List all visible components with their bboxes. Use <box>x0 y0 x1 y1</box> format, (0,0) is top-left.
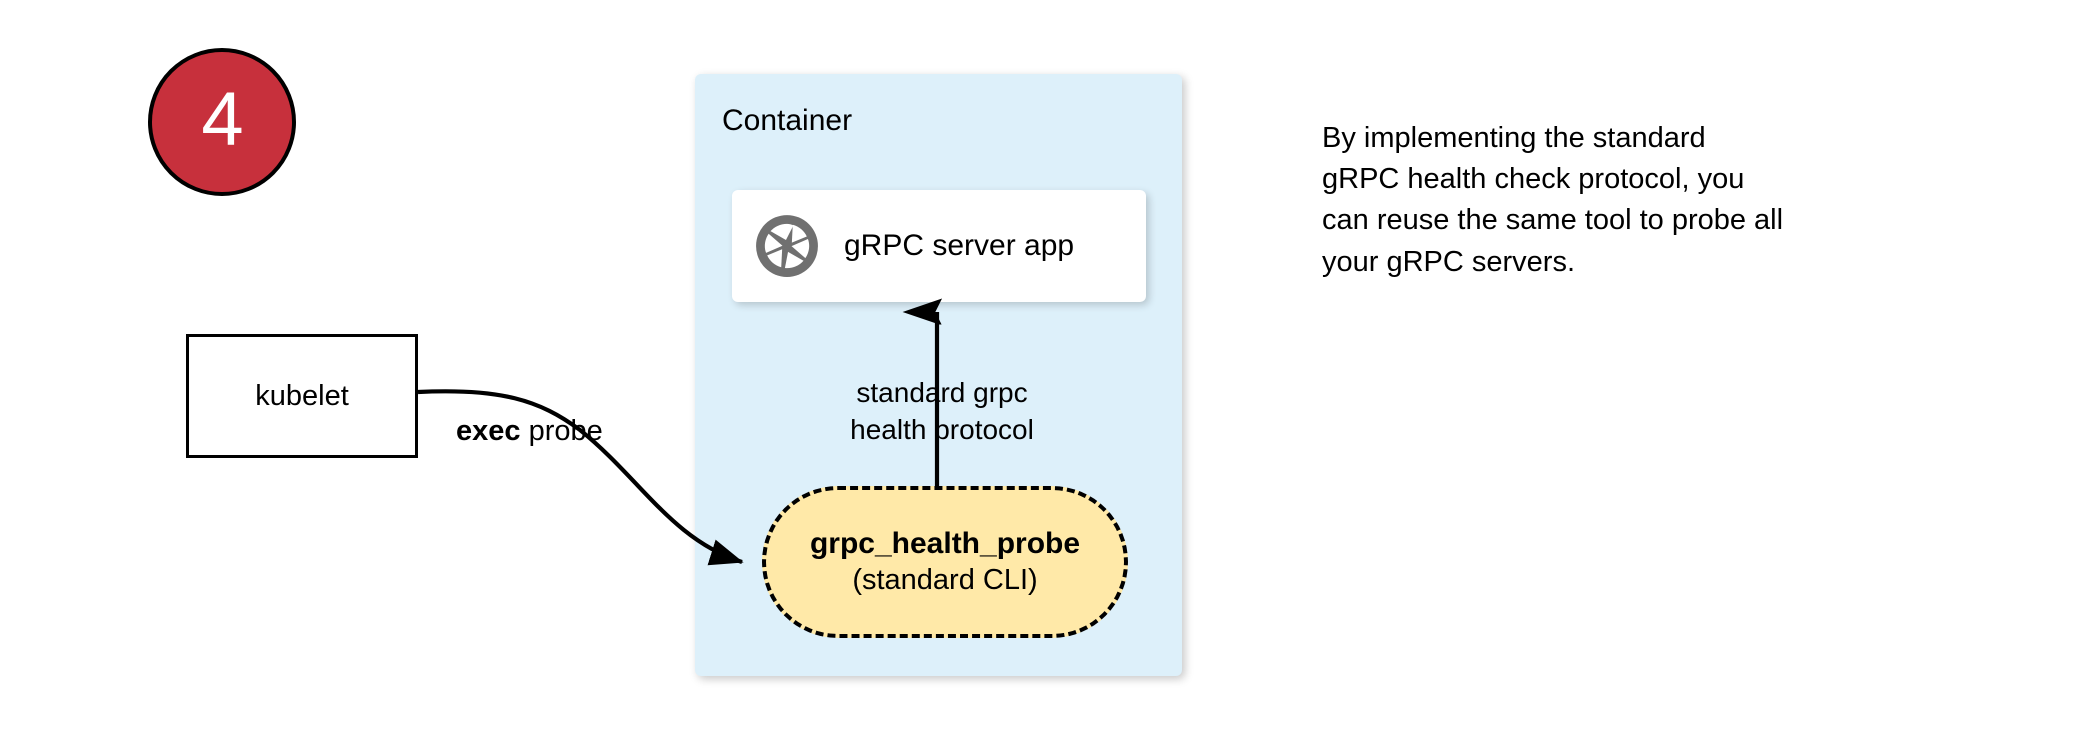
side-note-line-3: can reuse the same tool to probe all <box>1322 204 1784 237</box>
side-note-line-2: gRPC health check protocol, you <box>1322 163 1745 196</box>
side-note-line-1: By implementing the standard <box>1322 122 1706 154</box>
grpc-health-probe-title: grpc_health_probe <box>809 527 1081 561</box>
side-note-line-4: your gRPC servers. <box>1322 245 1576 278</box>
exec-probe-bold-text: exec <box>456 415 521 447</box>
grpc-server-app-label: gRPC server app <box>844 229 1075 262</box>
health-protocol-label: standard grpc health protocol <box>832 375 1052 449</box>
exec-probe-label: exec probe <box>456 415 603 448</box>
health-protocol-line-1: standard grpc <box>856 377 1028 408</box>
exec-probe-normal-text: probe <box>520 415 603 447</box>
container-label: Container <box>722 104 853 137</box>
grpc-health-probe-subtitle: (standard CLI) <box>852 563 1038 596</box>
grpc-server-app-card: gRPC server app <box>732 190 1146 302</box>
step-number-badge: 4 <box>148 48 296 196</box>
health-protocol-line-2: health protocol <box>850 413 1034 445</box>
kubelet-label: kubelet <box>255 379 349 412</box>
side-note-text: By implementing the standard gRPC health… <box>1322 118 1902 283</box>
step-number-text: 4 <box>201 77 243 162</box>
grpc-aperture-icon <box>756 215 818 277</box>
kubelet-box: kubelet <box>186 334 418 458</box>
grpc-health-probe-box: grpc_health_probe (standard CLI) <box>762 486 1128 638</box>
